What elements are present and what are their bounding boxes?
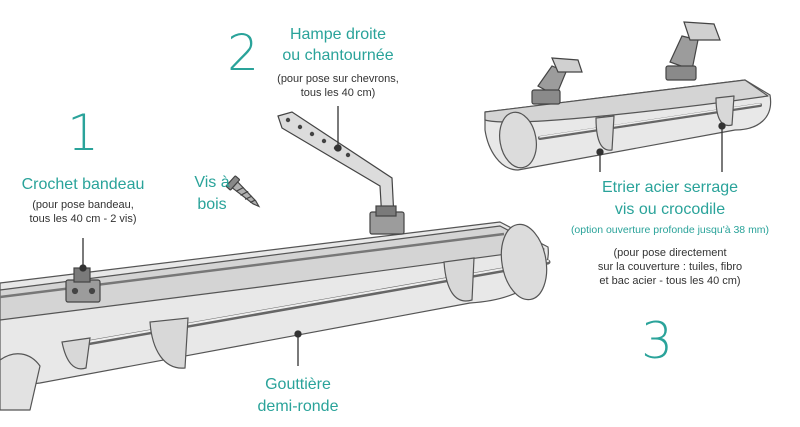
crocodile-clamp-1 (531, 57, 583, 105)
right-gutter-end-cap (499, 111, 537, 169)
etrier-option: (option ouverture profonde jusqu'à 38 mm… (570, 224, 770, 236)
clip-3 (61, 337, 91, 370)
main-gutter-clips (61, 257, 475, 370)
etrier-note-1: (pour pose directement (613, 247, 727, 259)
crocodile-clamps (531, 21, 721, 105)
step-number-1: 1 (67, 104, 99, 162)
right-clip-1 (595, 115, 615, 151)
hampe-arm (277, 111, 395, 221)
clip-2 (443, 257, 475, 302)
main-gutter-end-cap (500, 223, 548, 301)
vis-label-1: Vis à (194, 174, 230, 191)
hampe-note-1: (pour pose sur chevrons, (277, 73, 399, 85)
right-gutter (484, 79, 772, 171)
crochet-note-1: (pour pose bandeau, (32, 199, 134, 211)
step-number-3: 3 (641, 312, 673, 370)
right-gutter-opening (484, 79, 769, 123)
crochet-bracket (65, 267, 101, 303)
pointer-lines (79, 106, 726, 366)
hampe-note-2: tous les 40 cm) (300, 87, 376, 99)
gouttiere-label-2: demi-ronde (257, 398, 339, 415)
hampe-bracket (277, 111, 405, 235)
crocodile-clamp-2 (665, 21, 721, 81)
main-gutter-lower-left (0, 353, 41, 411)
vis-label-2: bois (197, 196, 227, 213)
hampe-title-2: ou chantournée (282, 47, 394, 64)
crochet-note-2: tous les 40 cm - 2 vis) (29, 213, 137, 225)
main-gutter (0, 221, 551, 411)
gouttiere-label-1: Gouttière (265, 376, 331, 393)
step-number-2: 2 (227, 24, 259, 82)
crochet-title: Crochet bandeau (21, 176, 145, 193)
hampe-title-1: Hampe droite (289, 26, 387, 43)
etrier-note-2: sur la couverture : tuiles, fibro (597, 261, 743, 273)
etrier-title-1: Etrier acier serrage (601, 179, 739, 196)
etrier-note-3: et bac acier - tous les 40 cm) (599, 275, 741, 287)
clip-1 (149, 317, 189, 369)
screw-icon (225, 175, 261, 208)
etrier-title-2: vis ou crocodile (614, 201, 726, 218)
